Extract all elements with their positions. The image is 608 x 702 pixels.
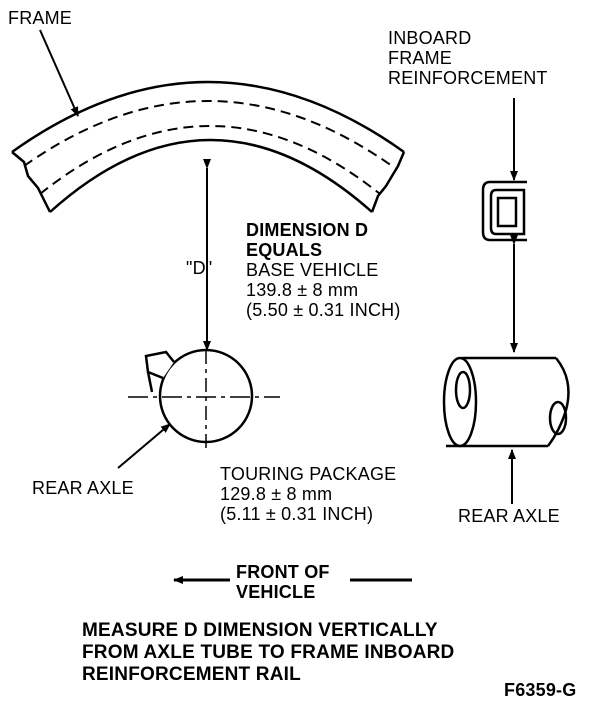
d-marker-label: "D" [186,258,213,278]
rear-axle-tube [442,356,570,448]
dimension-title-line-1: DIMENSION D [246,220,369,240]
reinforcement-inner-channel [489,188,526,236]
instruction-line-1: MEASURE D DIMENSION VERTICALLY [82,620,438,641]
dimension-title-line-2: EQUALS [246,240,323,260]
frame-dash-lower [39,125,381,195]
reinforcement-section [481,180,527,242]
instruction-line-3: REINFORCEMENT RAIL [82,664,301,685]
reinforcement-outer-channel [481,180,527,242]
front-of-line-1: FRONT OF [236,562,330,582]
axle-bracket [144,350,175,380]
touring-package-label: TOURING PACKAGE [220,464,397,484]
touring-package-inch: (5.11 ± 0.31 INCH) [220,504,374,524]
frame-end-right [370,151,406,213]
rear-axle-section [128,348,280,452]
reinforcement-core [496,196,518,228]
frame-inner-edge [49,138,373,213]
base-vehicle-inch: (5.50 ± 0.31 INCH) [246,300,401,320]
measurement-instruction: MEASURE D DIMENSION VERTICALLY FROM AXLE… [82,620,454,686]
base-vehicle-mm: 139.8 ± 8 mm [246,280,359,300]
frame-label: FRAME [8,8,72,28]
frame-dash-upper [23,100,393,167]
axle-bracket-stem [146,371,154,393]
rear-axle-left-label: REAR AXLE [32,478,134,498]
inboard-label-line-1: INBOARD [388,28,472,48]
frame-outer-edge [11,80,405,154]
front-of-vehicle-label: FRONT OF VEHICLE [236,562,330,602]
base-vehicle-label: BASE VEHICLE [246,260,379,280]
frame-end-left [11,151,52,213]
inboard-label-line-2: FRAME [388,48,452,68]
frame-leader-arrow [39,29,79,117]
axle-tube-end-left [442,356,478,448]
touring-package-mm: 129.8 ± 8 mm [220,484,333,504]
axle-tube-end-right-hole [548,400,568,436]
frame-rail [11,80,406,213]
inboard-label-line-3: REINFORCEMENT [388,68,548,88]
dimension-d-block: DIMENSION D EQUALS BASE VEHICLE 139.8 ± … [246,220,401,320]
figure-code: F6359-G [504,680,577,700]
axle-tube-end-left-hole [454,370,472,410]
instruction-line-2: FROM AXLE TUBE TO FRAME INBOARD [82,642,455,663]
front-of-line-2: VEHICLE [236,582,316,602]
inboard-reinforcement-label: INBOARD FRAME REINFORCEMENT [388,28,548,88]
rear-axle-right-label: REAR AXLE [458,506,560,526]
touring-package-block: TOURING PACKAGE 129.8 ± 8 mm (5.11 ± 0.3… [220,464,396,524]
rear-axle-left-leader-arrow [117,423,171,469]
